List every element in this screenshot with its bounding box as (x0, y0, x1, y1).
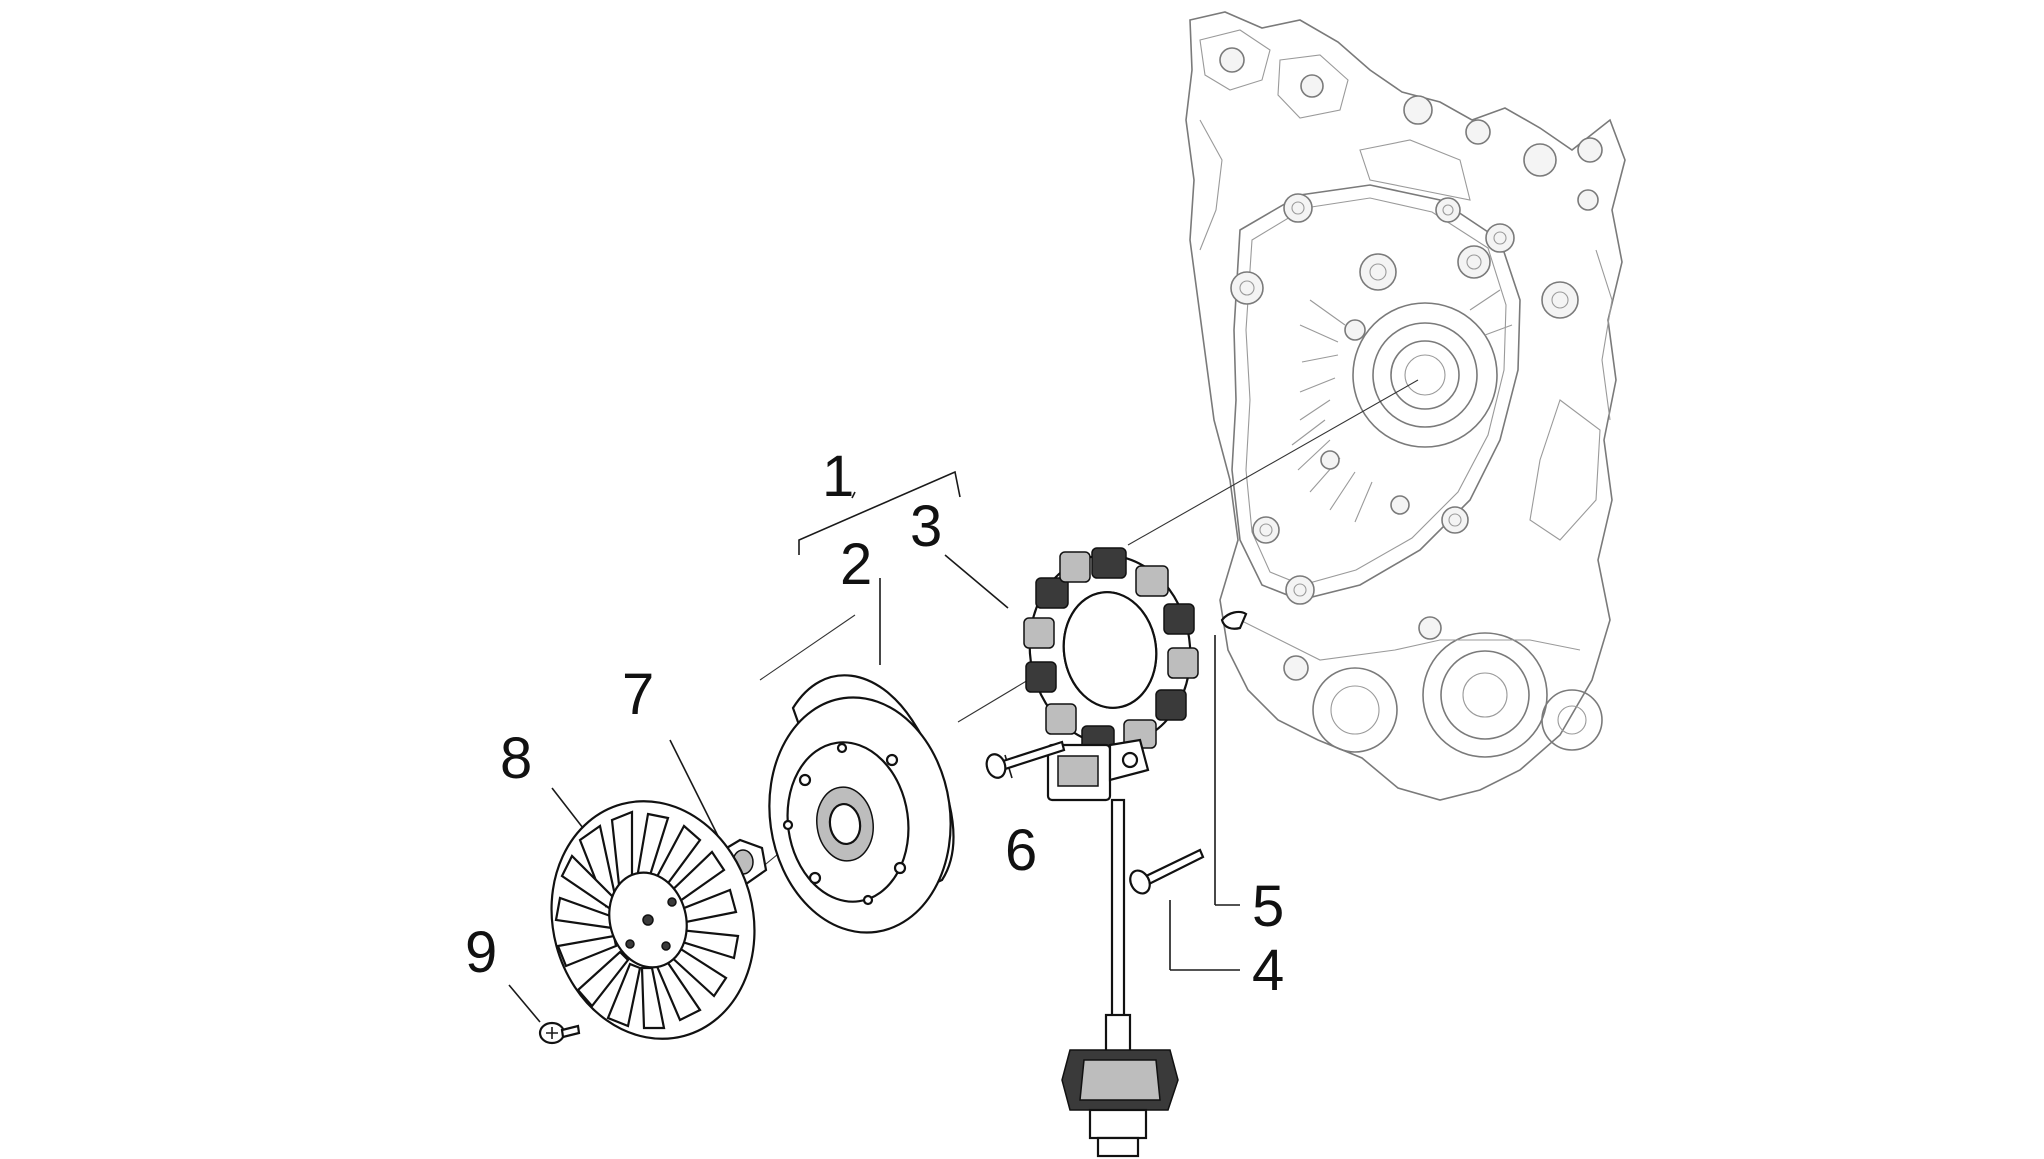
callout-3: 3 (910, 494, 942, 559)
callout-6: 6 (1005, 818, 1037, 883)
callout-5: 5 (1252, 874, 1284, 939)
callout-labels: 1 2 3 4 5 6 7 8 9 (465, 444, 1284, 1003)
screw-icon (1129, 848, 1205, 895)
callout-9: 9 (465, 920, 497, 985)
callout-2: 2 (840, 532, 872, 597)
callout-1: 1 (822, 444, 854, 509)
stator-coil-icon (1023, 547, 1199, 1158)
callout-4: 4 (1252, 938, 1284, 1003)
woodruff-key-icon (1220, 610, 1248, 630)
screw-icon (538, 1021, 581, 1045)
engine-crankcase-icon (1185, 11, 1626, 801)
cooling-fan-icon (550, 800, 756, 1040)
callout-8: 8 (500, 726, 532, 791)
screw-icon (985, 740, 1066, 779)
callout-7: 7 (622, 662, 654, 727)
callout-leader-lines (508, 470, 1240, 1023)
flywheel-rotor-icon (768, 674, 955, 934)
